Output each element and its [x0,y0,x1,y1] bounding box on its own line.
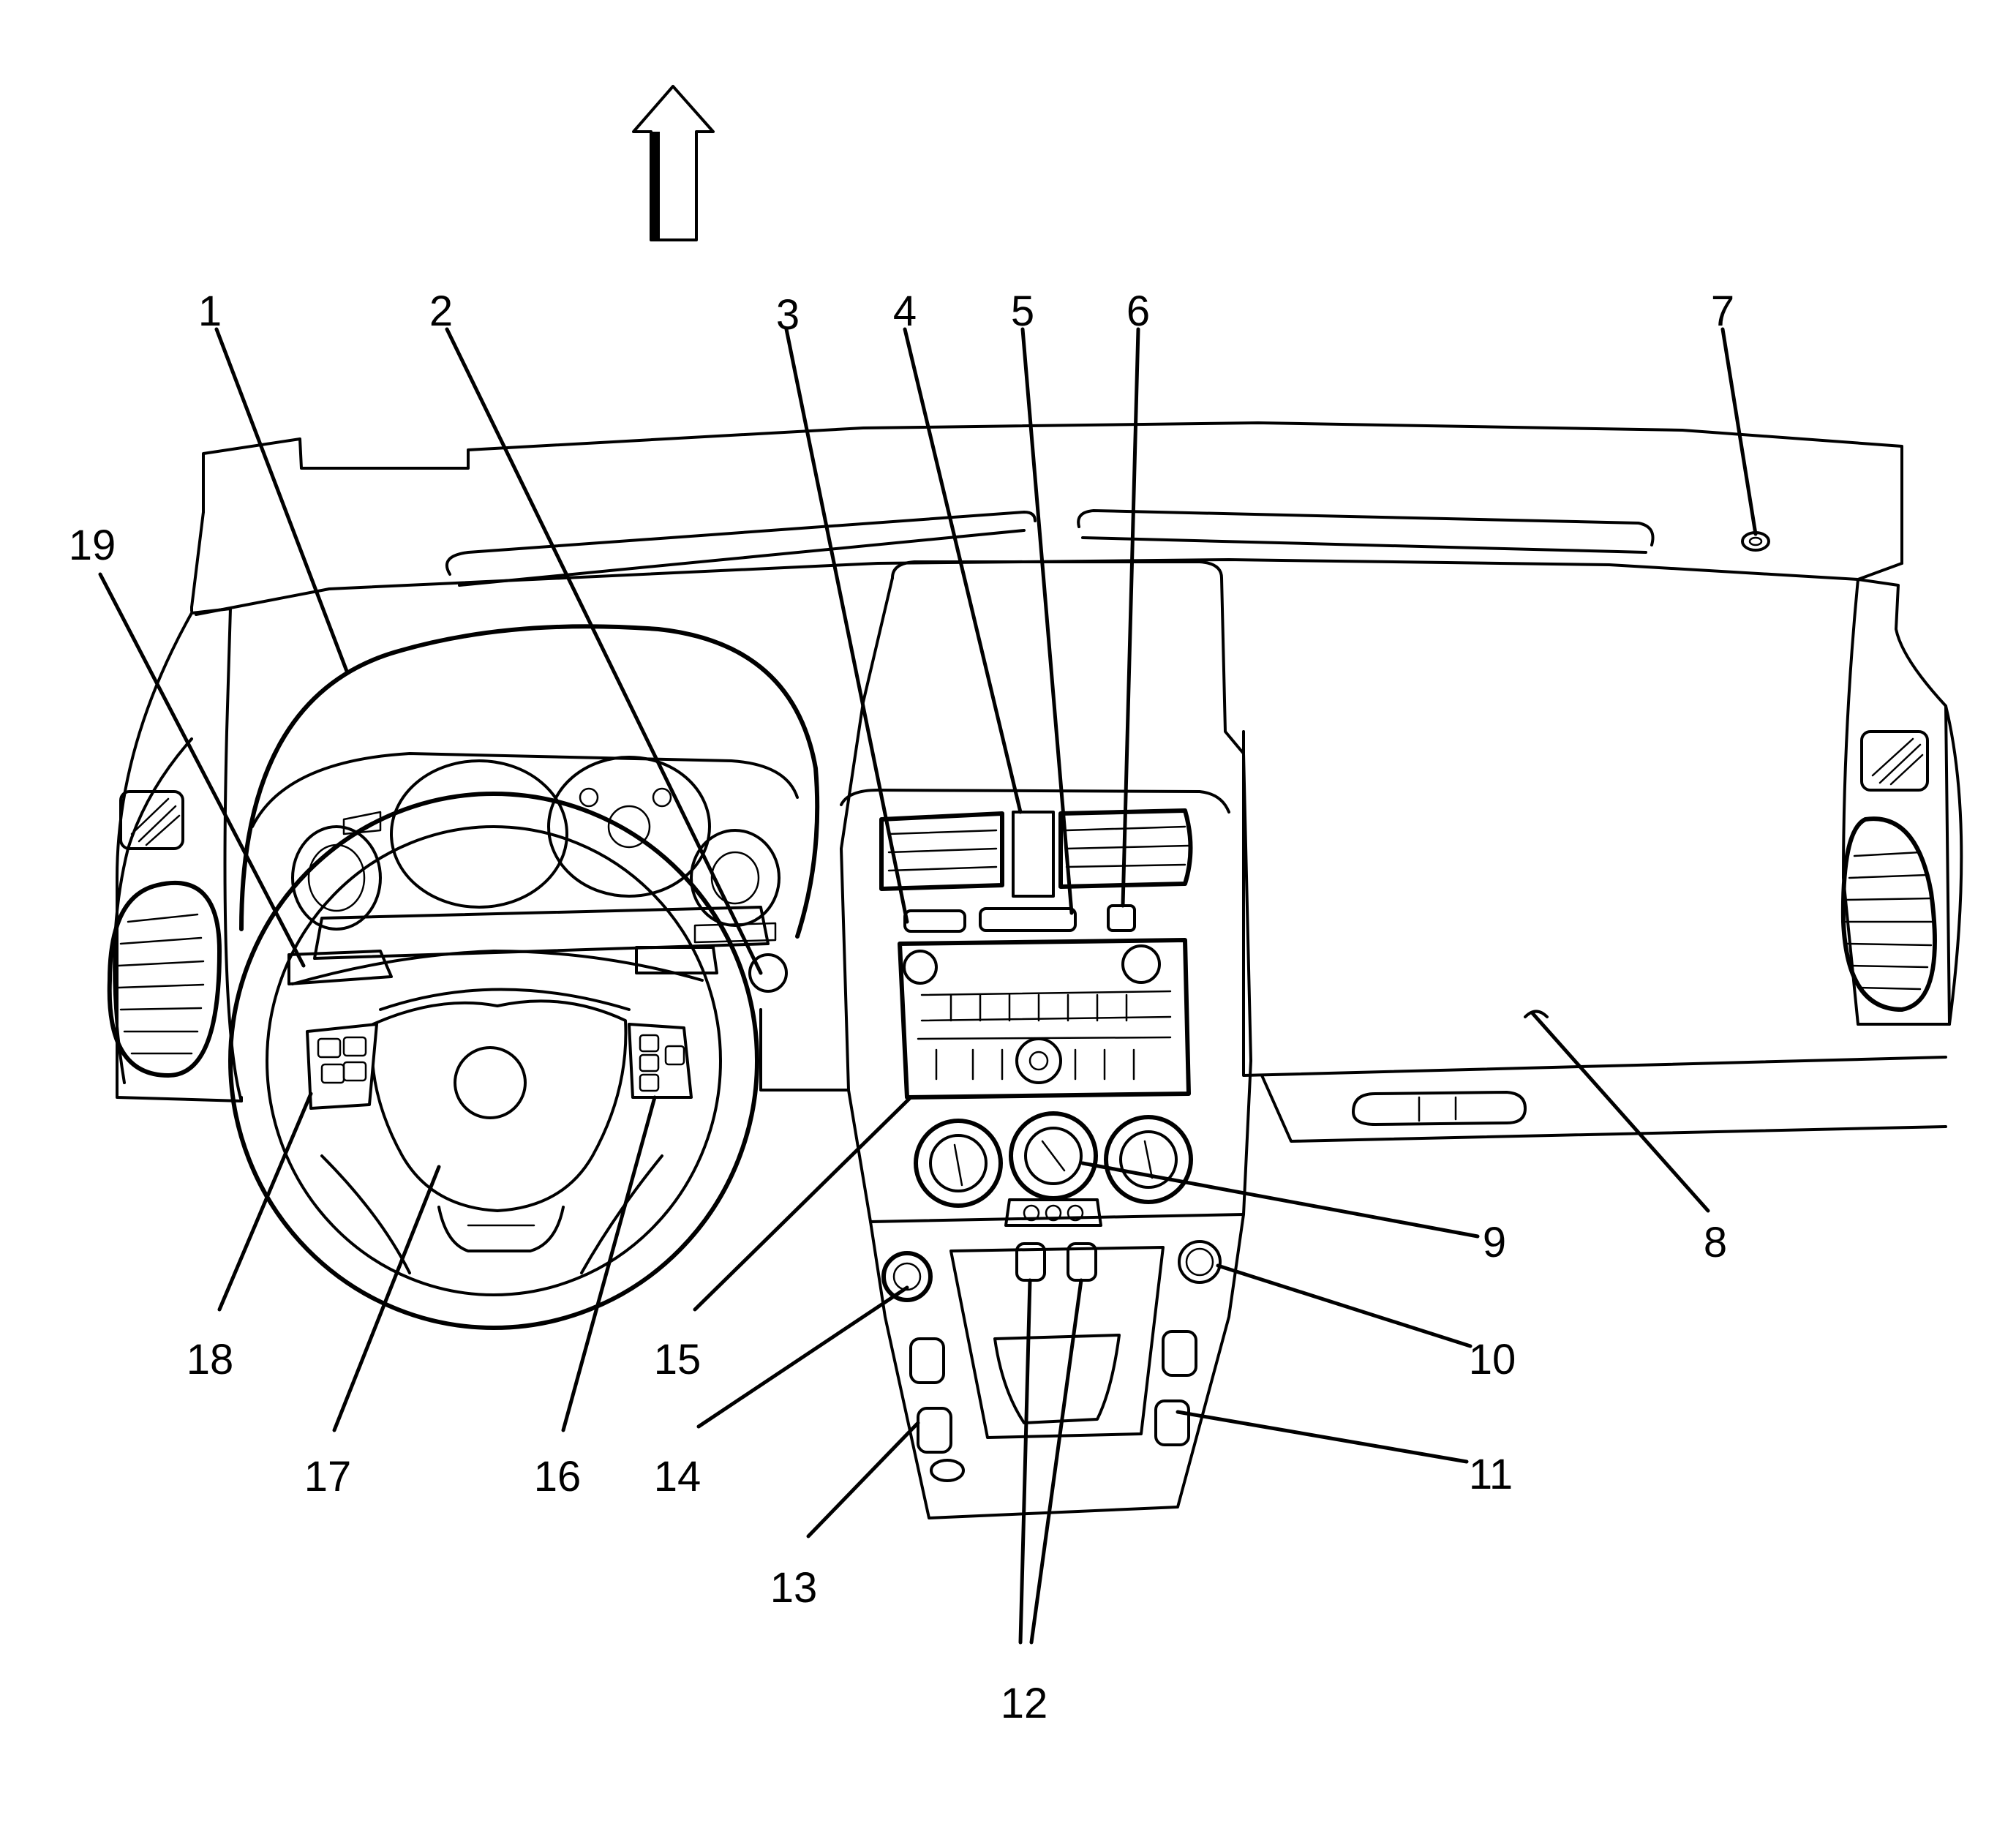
instrument-cluster [239,624,820,993]
callout-19: 19 [69,522,116,569]
speedometer [390,759,568,909]
turn-signal-lever [287,950,393,985]
callout-7: 7 [1711,288,1734,335]
left-outer-vent [107,880,222,1078]
leader-9 [1080,1161,1480,1239]
leader-19 [98,572,306,968]
window-switch-left-lower [917,1407,952,1454]
right-end-trim [1840,578,1963,1026]
callout-18: 18 [187,1336,234,1383]
callout-8: 8 [1704,1219,1727,1266]
wiper-washer-lever [635,946,718,974]
tachometer [547,756,711,898]
lower-instrument-panel [240,730,1947,1143]
callout-labels: 1 2 3 4 5 6 7 8 9 10 11 12 13 14 15 16 1… [69,288,1734,1727]
leader-6 [1121,327,1140,908]
leader-4 [903,327,1023,814]
leader-12a [1018,1278,1032,1645]
callout-13: 13 [770,1564,818,1612]
leader-7 [1720,327,1758,536]
leader-10 [1216,1263,1472,1348]
callout-4: 4 [893,288,917,335]
callout-11: 11 [1469,1451,1513,1498]
cluster-hood [239,624,820,939]
leader-12b [1029,1278,1083,1645]
window-switch-right-lower [1154,1399,1190,1446]
leader-1 [214,327,350,675]
right-wheel-controls [628,1023,693,1099]
radio [898,938,1191,1100]
airbag-module [370,999,628,1212]
center-stack [840,560,1252,1227]
leader-16 [561,1095,657,1432]
leader-3 [784,327,909,924]
callout-1: 1 [198,288,222,335]
callout-14: 14 [654,1453,702,1500]
leader-2 [445,327,763,975]
hvac-knob-right [1104,1115,1193,1204]
leader-11 [1176,1410,1469,1464]
instrument-panel-upper-trim [190,421,1903,616]
callout-10: 10 [1469,1336,1516,1383]
leader-14 [696,1285,909,1429]
up-arrow-icon [632,85,715,241]
steering-wheel [228,792,759,1330]
right-outer-vent [1840,816,1937,1012]
callout-17: 17 [304,1453,352,1500]
hvac-knob-left [914,1119,1003,1208]
steering-wheel-rim-inner [266,825,722,1296]
left-end-trim [107,607,243,1102]
right-speaker-grille [1860,730,1929,792]
window-switch-left-upper [909,1337,945,1384]
callout-16: 16 [534,1453,582,1500]
callout-3: 3 [776,291,800,339]
callout-2: 2 [429,288,453,335]
hazard-switch [903,909,966,933]
callout-12: 12 [1001,1680,1048,1727]
leader-lines [98,327,1758,1645]
window-switch-right-upper [1162,1330,1197,1377]
passenger-airbag-indicator [1107,904,1136,932]
steering-wheel-rim-outer [228,792,759,1330]
callout-6: 6 [1127,288,1150,335]
left-speaker-grille [119,790,184,850]
callout-9: 9 [1483,1219,1506,1266]
power-outlet [1178,1240,1222,1284]
leader-15 [693,1095,913,1312]
leader-5 [1020,327,1074,915]
console [869,1213,1245,1519]
callout-5: 5 [1011,288,1034,335]
console-dial [881,1251,933,1302]
ignition-switch-knob [748,953,788,993]
callout-15: 15 [654,1336,702,1383]
leader-18 [217,1092,313,1312]
center-vent-right [1058,808,1193,889]
glovebox-handle [1352,1091,1527,1126]
center-vent-left [879,811,1004,891]
leader-17 [332,1165,441,1432]
radio-tune-knob [1015,1037,1062,1084]
steering-wheel-emblem [454,1046,527,1119]
center-display [1012,811,1055,898]
center-switch-bank [979,907,1077,932]
leader-8 [1530,1011,1710,1213]
left-wheel-controls [306,1023,378,1110]
leader-13 [806,1421,920,1538]
